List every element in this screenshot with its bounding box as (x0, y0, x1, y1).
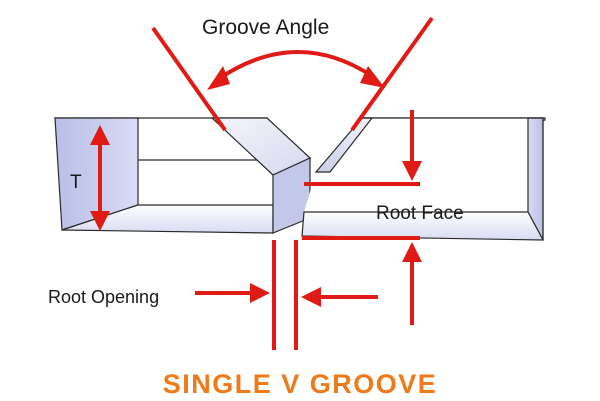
groove-angle-arc (218, 50, 374, 80)
groove-angle-dimension: Groove Angle (151, 16, 434, 132)
root-opening-left-arrowhead (250, 283, 270, 303)
groove-angle-label: Groove Angle (202, 16, 329, 39)
thickness-arrowhead-top (90, 125, 110, 145)
thickness-dimension: T (70, 125, 110, 231)
groove-angle-arrowhead-left (207, 66, 230, 90)
groove-angle-left-line (151, 26, 227, 132)
root-face-top-arrowhead (402, 161, 422, 181)
groove-angle-arrowhead-right (360, 66, 385, 88)
root-face-bottom-arrowhead (402, 242, 422, 262)
root-opening-right-arrowhead (301, 287, 321, 307)
right-plate (301, 117, 546, 241)
root-opening-label: Root Opening (48, 287, 159, 307)
root-face-dimension: Root Face (302, 110, 464, 325)
groove-angle-right-line (350, 16, 434, 132)
thickness-arrowhead-bottom (90, 211, 110, 231)
thickness-label: T (70, 172, 82, 193)
root-opening-dimension: Root Opening (48, 240, 378, 350)
left-plate (53, 117, 312, 234)
right-plate-inner-face (304, 118, 543, 212)
root-face-label: Root Face (376, 203, 464, 224)
diagram-title: SINGLE V GROOVE (163, 369, 438, 399)
